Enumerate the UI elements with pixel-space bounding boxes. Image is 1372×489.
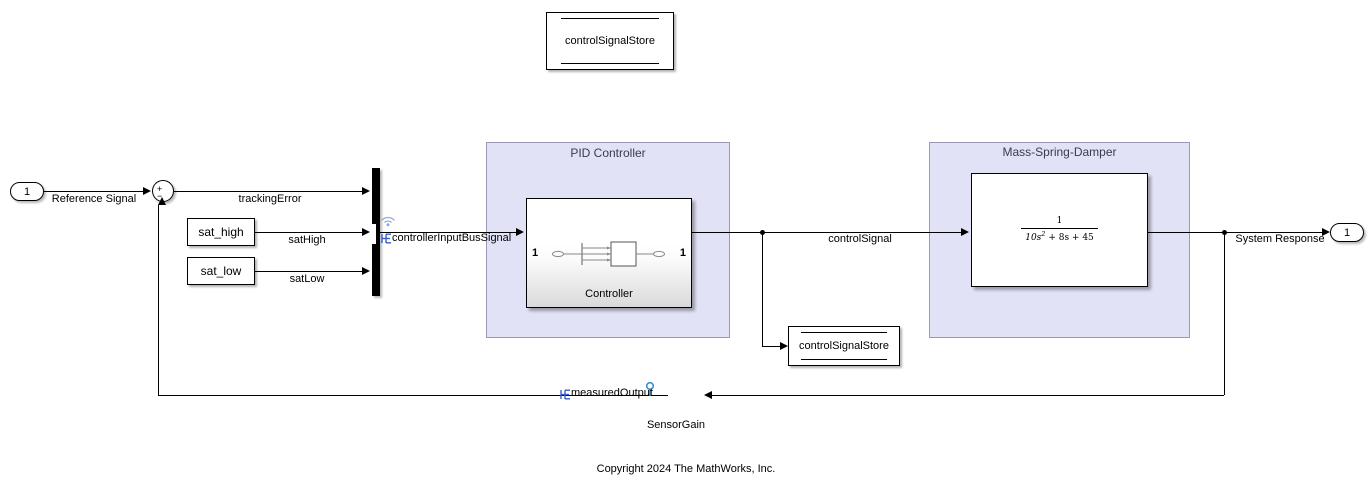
- store-write-rule-bottom: [801, 359, 887, 360]
- wire-tracking-error: [174, 191, 364, 192]
- inport-number: 1: [23, 185, 31, 198]
- signal-label-control-signal: controlSignal: [828, 233, 892, 245]
- wire-branch-to-data-store-write: [762, 346, 784, 347]
- wire-reference-to-sum: [44, 191, 143, 192]
- store-rule-top: [560, 18, 660, 19]
- arrow-to-outport: [1322, 228, 1330, 236]
- controller-out-port-number: 1: [679, 247, 686, 259]
- bus-creator-output-notch: [372, 224, 376, 244]
- sensor-gain-label: SensorGain: [646, 419, 706, 431]
- area-mass-spring-damper-title: Mass-Spring-Damper: [1002, 145, 1117, 159]
- arrow-reference-to-sum: [143, 187, 151, 195]
- arrow-feedback-into-sum: [158, 197, 166, 205]
- block-bus-creator[interactable]: [372, 168, 380, 296]
- arrow-sat-low-to-bus: [362, 267, 370, 275]
- transfer-function-expression: 1 10s2 + 8s + 45: [1021, 216, 1098, 245]
- wire-control-signal-branch-down: [762, 232, 763, 346]
- signal-label-reference-signal: Reference Signal: [51, 193, 137, 205]
- block-data-store-memory[interactable]: controlSignalStore: [546, 12, 674, 70]
- wire-feedback-to-sensor-gain: [712, 395, 1224, 396]
- tf-den-b: + 8s + 45: [1048, 233, 1094, 243]
- outport-system-response[interactable]: 1: [1330, 223, 1364, 242]
- tf-den-a: 10s: [1025, 233, 1042, 243]
- area-pid-controller-title: PID Controller: [570, 146, 646, 160]
- wire-sat-high: [255, 232, 364, 233]
- arrow-tracking-error-to-bus: [362, 187, 370, 195]
- data-store-write-label: controlSignalStore: [799, 340, 889, 352]
- wire-control-signal: [692, 232, 967, 233]
- block-controller-subsystem[interactable]: 1 1: [526, 198, 692, 308]
- wire-feedback-down-right: [1224, 232, 1225, 395]
- wire-measured-output: [158, 395, 668, 396]
- transfer-function-denominator: 10s2 + 8s + 45: [1021, 228, 1098, 244]
- store-rule-bottom: [560, 63, 660, 64]
- constant-sat-low-value: sat_low: [200, 264, 242, 278]
- signal-label-system-response: System Response: [1235, 233, 1325, 245]
- inport-reference-signal[interactable]: 1: [10, 182, 44, 201]
- signal-label-sat-low: satLow: [289, 273, 325, 285]
- signal-label-sat-high: satHigh: [288, 234, 326, 246]
- wire-controller-input-bus: [380, 232, 518, 233]
- controller-thumbnail-icon: [552, 241, 665, 267]
- block-transfer-function[interactable]: 1 10s2 + 8s + 45: [971, 173, 1148, 287]
- data-store-memory-label: controlSignalStore: [565, 35, 655, 47]
- tf-den-exponent: 2: [1041, 230, 1046, 238]
- wire-sat-low: [255, 271, 364, 272]
- signal-annotation-icon-bus: [381, 232, 392, 247]
- arrow-into-sensor-gain: [704, 391, 712, 399]
- signal-label-controller-input-bus: controllerInputBusSignal: [392, 232, 512, 244]
- arrow-branch-to-data-store-write: [780, 342, 788, 350]
- transfer-function-numerator: 1: [1056, 215, 1063, 226]
- broadcast-icon: [379, 211, 397, 227]
- sum-sign-plus: +: [157, 184, 163, 194]
- constant-sat-high-value: sat_high: [198, 225, 244, 239]
- controller-in-port-number: 1: [532, 247, 539, 259]
- block-constant-sat-low[interactable]: sat_low: [187, 257, 255, 285]
- arrow-control-signal-to-plant: [961, 228, 969, 236]
- outport-number: 1: [1343, 226, 1351, 239]
- arrow-bus-to-controller: [516, 228, 524, 236]
- wire-measured-output-up-to-sum: [158, 205, 159, 395]
- block-data-store-write[interactable]: controlSignalStore: [788, 326, 900, 366]
- test-point-icon: [645, 381, 655, 397]
- sum-sign-minus: −: [157, 191, 163, 201]
- arrow-sat-high-to-bus: [362, 228, 370, 236]
- store-write-rule-top: [801, 332, 887, 333]
- signal-label-tracking-error: trackingError: [238, 193, 302, 205]
- wire-system-response: [1148, 232, 1328, 233]
- copyright-annotation: Copyright 2024 The MathWorks, Inc.: [596, 463, 776, 475]
- signal-annotation-icon-measured-output: [560, 388, 571, 406]
- block-constant-sat-high[interactable]: sat_high: [187, 218, 255, 246]
- controller-subsystem-label: Controller: [585, 288, 633, 300]
- signal-label-measured-output: measuredOutput: [571, 387, 653, 399]
